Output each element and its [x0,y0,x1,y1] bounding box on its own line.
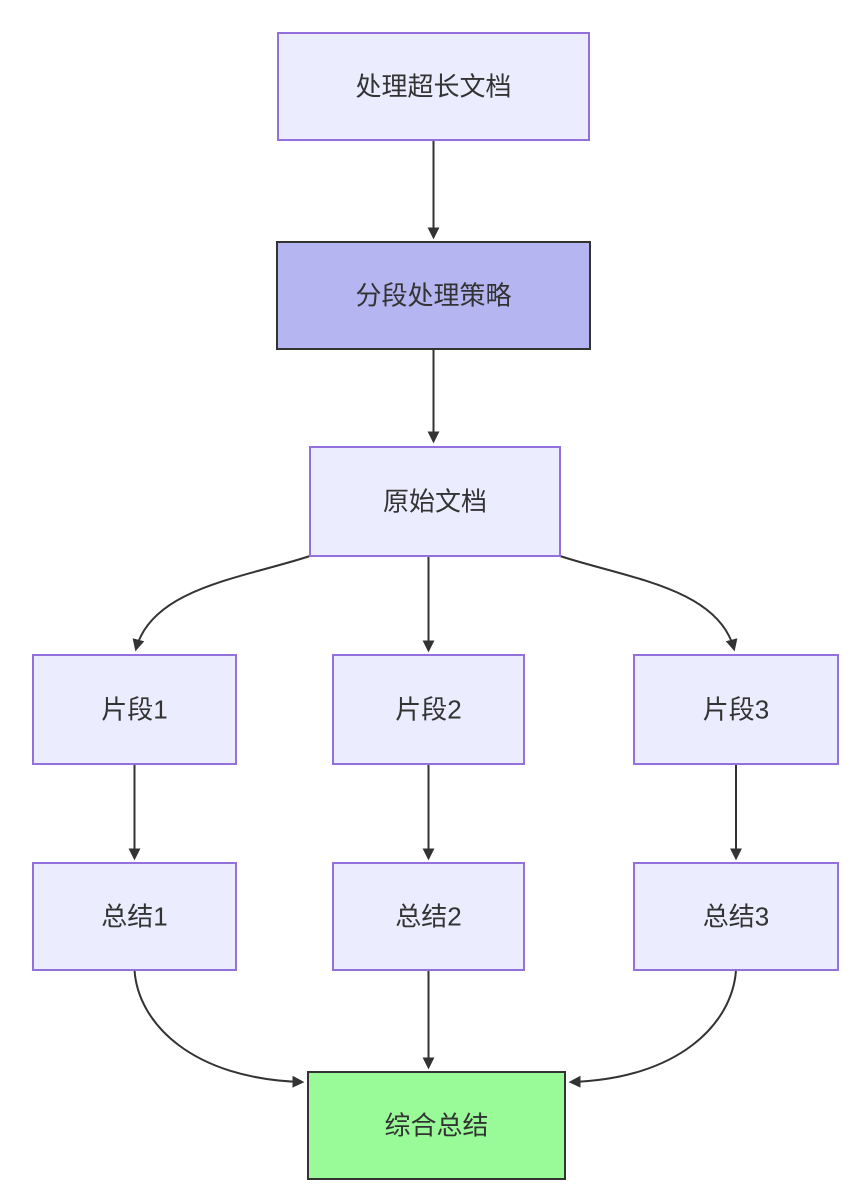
node-task-box [277,32,590,141]
node-final-summary: 综合总结 [307,1071,566,1180]
node-summary1: 总结1 [32,862,237,971]
node-summary2-label: 总结2 [395,902,461,932]
node-summary2: 总结2 [332,862,525,971]
node-summary3-box [633,862,839,971]
node-fragment3-label: 片段3 [703,695,769,725]
node-summary2-box [332,862,525,971]
node-task: 处理超长文档 [277,32,590,141]
node-source-doc: 原始文档 [309,446,561,557]
node-task-label: 处理超长文档 [355,72,511,102]
node-fragment1: 片段1 [32,654,237,765]
node-layer: 处理超长文档 分段处理策略 原始文档 片段1 片段2 片段3 [32,32,839,1180]
node-summary3-label: 总结3 [703,902,769,932]
edge-sourcedoc-fragment1 [132,555,311,652]
node-final-summary-label: 综合总结 [384,1111,488,1141]
node-fragment2-label: 片段2 [395,695,461,725]
edge-summary3-final [568,969,737,1088]
node-final-summary-box [307,1071,566,1180]
node-source-doc-label: 原始文档 [383,487,487,517]
node-strategy-box [276,241,591,350]
node-summary1-box [32,862,237,971]
node-fragment1-box [32,654,237,765]
node-strategy-label: 分段处理策略 [355,281,511,311]
node-fragment2-box [332,654,525,765]
node-fragment1-label: 片段1 [101,695,167,725]
node-fragment3: 片段3 [633,654,839,765]
node-strategy: 分段处理策略 [276,241,591,350]
edge-layer [128,140,742,1088]
node-summary1-label: 总结1 [101,902,167,932]
node-fragment2: 片段2 [332,654,525,765]
node-source-doc-box [309,446,561,557]
node-summary3: 总结3 [633,862,839,971]
edge-sourcedoc-fragment3 [559,555,738,652]
node-fragment3-box [633,654,839,765]
edge-summary1-final [133,969,305,1088]
